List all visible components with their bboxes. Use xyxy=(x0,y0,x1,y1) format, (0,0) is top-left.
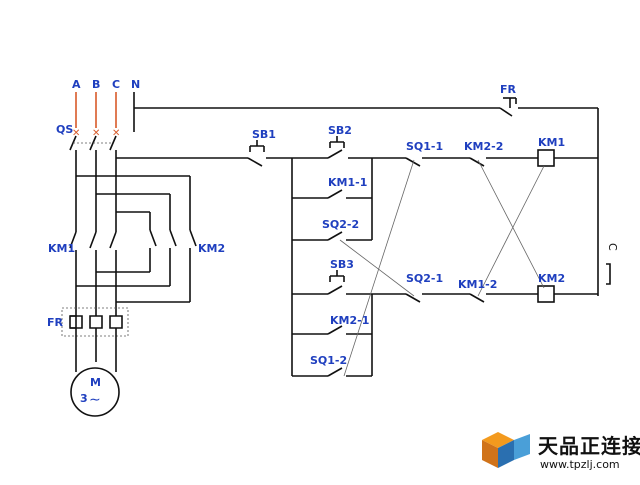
sb1-label: SB1 xyxy=(252,128,276,141)
motor-symbol xyxy=(70,367,120,417)
km1-main-label: KM1 xyxy=(48,242,75,255)
motor-label: M xyxy=(90,376,101,389)
control-supply xyxy=(116,92,599,296)
sq1-2-label: SQ1-2 xyxy=(310,354,347,367)
km1-2-label: KM1-2 xyxy=(458,278,497,291)
main-circuit xyxy=(61,150,197,372)
qs-label: QS xyxy=(56,123,73,136)
fr-control-label: FR xyxy=(500,83,517,96)
km2-coil-label: KM2 xyxy=(538,272,565,285)
km1-1-label: KM1-1 xyxy=(328,176,367,189)
fr-control-contact xyxy=(499,97,517,117)
svg-text:✕: ✕ xyxy=(92,128,100,139)
qs-breaker: ✕ ✕ ✕ xyxy=(69,128,120,151)
control-circuit xyxy=(247,136,611,377)
km1-coil-label: KM1 xyxy=(538,136,565,149)
brand-url: www.tpzlj.com xyxy=(540,458,620,471)
km2-2-label: KM2-2 xyxy=(464,140,503,153)
phase-a-label: A xyxy=(72,78,81,91)
sq1-1-label: SQ1-1 xyxy=(406,140,443,153)
brand-cube-logo xyxy=(482,432,530,468)
fr-main-label: FR xyxy=(47,316,64,329)
phase-feeds xyxy=(75,92,117,128)
phase-b-label: B xyxy=(92,78,100,91)
neutral-label: N xyxy=(131,78,140,91)
sq2-1-label: SQ2-1 xyxy=(406,272,443,285)
km2-1-label: KM2-1 xyxy=(330,314,369,327)
phase-c-label: C xyxy=(112,78,120,91)
sq2-2-label: SQ2-2 xyxy=(322,218,359,231)
svg-text:✕: ✕ xyxy=(72,128,80,139)
km2-main-label: KM2 xyxy=(198,242,225,255)
svg-text:✕: ✕ xyxy=(112,128,120,139)
brand-name: 天品正连接 xyxy=(538,434,640,458)
side-mark-label: C xyxy=(606,243,619,251)
brand-watermark: 天品正连接 www.tpzlj.com xyxy=(478,428,640,476)
sb3-label: SB3 xyxy=(330,258,354,271)
sb2-label: SB2 xyxy=(328,124,352,137)
motor-phase-label: 3 xyxy=(80,392,88,405)
ac-wave-icon: ∼ xyxy=(89,392,101,408)
